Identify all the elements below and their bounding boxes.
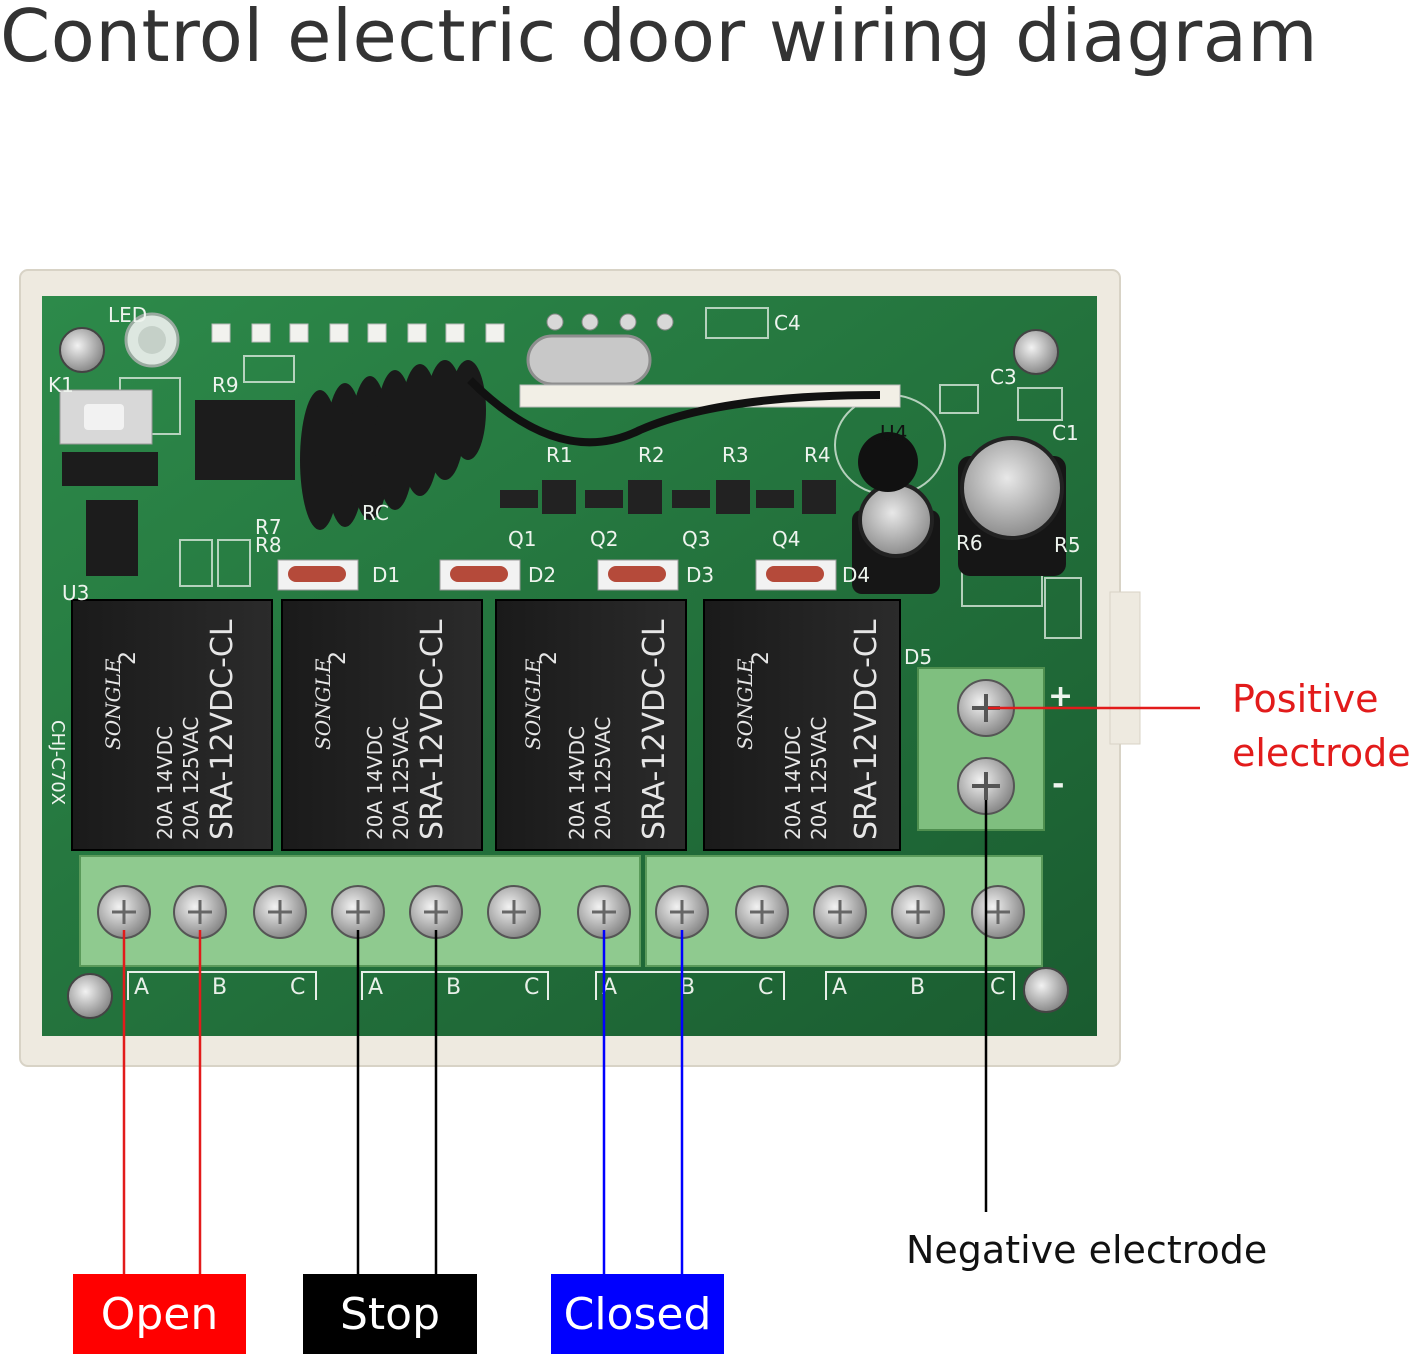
label-r1: R1 [546,443,573,467]
term-a-1: A [134,975,149,1000]
label-d1: D1 [372,563,400,587]
negative-electrode-label: Negative electrode [906,1228,1268,1272]
relay-3 [495,599,687,851]
antenna-wire [467,377,881,447]
term-a-4: A [832,975,847,1000]
term-c-2: C [524,975,539,1000]
relay-4-rating1: 20A 14VDC [781,726,805,840]
relay-4 [703,599,901,851]
crystal-pins [546,313,674,331]
relay-3-brand: SONGLE [521,658,545,750]
positive-electrode-label: Positive electrode [1232,672,1411,780]
case-side-tab [1109,591,1141,745]
relay-4-rating2: 20A 125VAC [807,717,831,840]
label-q1: Q1 [508,527,536,551]
stop-label: Stop [303,1274,477,1354]
relay-1 [71,599,273,851]
diodes [277,559,837,591]
ic-jumper [62,452,158,486]
relay-1-rating1: 20A 14VDC [153,726,177,840]
term-b-4: B [910,975,925,1000]
cap-small [858,482,934,558]
relay-3-num: 2 [537,651,562,665]
antenna-coil [300,360,486,530]
relay-2-model: SRA-12VDC-CL [415,619,450,840]
abc-brackets [127,971,1015,1000]
relay-2-rating1: 20A 14VDC [363,726,387,840]
label-c4: C4 [774,311,801,335]
term-c-4: C [990,975,1005,1000]
relays [71,599,901,851]
mounting-screws [59,327,1069,1019]
wires [122,706,1200,1274]
label-r4: R4 [804,443,831,467]
label-c3: C3 [990,365,1017,389]
label-r9: R9 [212,373,239,397]
label-r7: R7 [255,515,282,539]
relay-2-num: 2 [326,651,351,665]
relay-2-brand: SONGLE [311,658,335,750]
relay-1-model: SRA-12VDC-CL [205,619,240,840]
ic-u3 [86,500,138,576]
label-r6: R6 [956,531,983,555]
header-pins [211,323,505,343]
label-d3: D3 [686,563,714,587]
label-led: LED [108,303,147,327]
positive-label-line2: electrode [1232,731,1411,775]
label-rc: RC [362,501,389,525]
label-r8: R8 [255,533,282,557]
page-title: Control electric door wiring diagram [0,0,1319,78]
term-a-2: A [368,975,383,1000]
label-r3: R3 [722,443,749,467]
smd-parts [500,480,836,514]
label-r5: R5 [1054,533,1081,557]
label-u4: U4 [880,421,907,445]
term-b-2: B [446,975,461,1000]
relay-1-num: 2 [116,651,141,665]
relay-3-model: SRA-12VDC-CL [637,619,672,840]
relay-4-brand: SONGLE [733,658,757,750]
relay-4-model: SRA-12VDC-CL [849,619,884,840]
label-k1: K1 [48,373,74,397]
crystal [526,334,652,386]
label-q4: Q4 [772,527,800,551]
ic-main [195,400,295,480]
label-r2: R2 [638,443,665,467]
label-d4: D4 [842,563,870,587]
relay-2 [281,599,483,851]
relay-1-brand: SONGLE [101,658,125,750]
closed-label: Closed [551,1274,724,1354]
open-label: Open [73,1274,246,1354]
term-c-3: C [758,975,773,1000]
label-q2: Q2 [590,527,618,551]
cap-large [960,436,1064,540]
label-model: CHJ-C70X [47,720,68,805]
relay-3-rating2: 20A 125VAC [591,717,615,840]
label-d5: D5 [904,645,932,669]
label-c1: C1 [1052,421,1079,445]
label-d2: D2 [528,563,556,587]
label-u3: U3 [62,581,89,605]
relay-2-rating2: 20A 125VAC [389,717,413,840]
label-q3: Q3 [682,527,710,551]
term-b-1: B [212,975,227,1000]
positive-label-line1: Positive [1232,677,1379,721]
minus-sign: - [1052,767,1064,802]
relay-3-rating1: 20A 14VDC [565,726,589,840]
term-a-3: A [602,975,617,1000]
transistor-u4 [858,432,918,492]
relay-1-rating2: 20A 125VAC [179,717,203,840]
relay-4-num: 2 [749,651,774,665]
term-c-1: C [290,975,305,1000]
term-b-3: B [680,975,695,1000]
